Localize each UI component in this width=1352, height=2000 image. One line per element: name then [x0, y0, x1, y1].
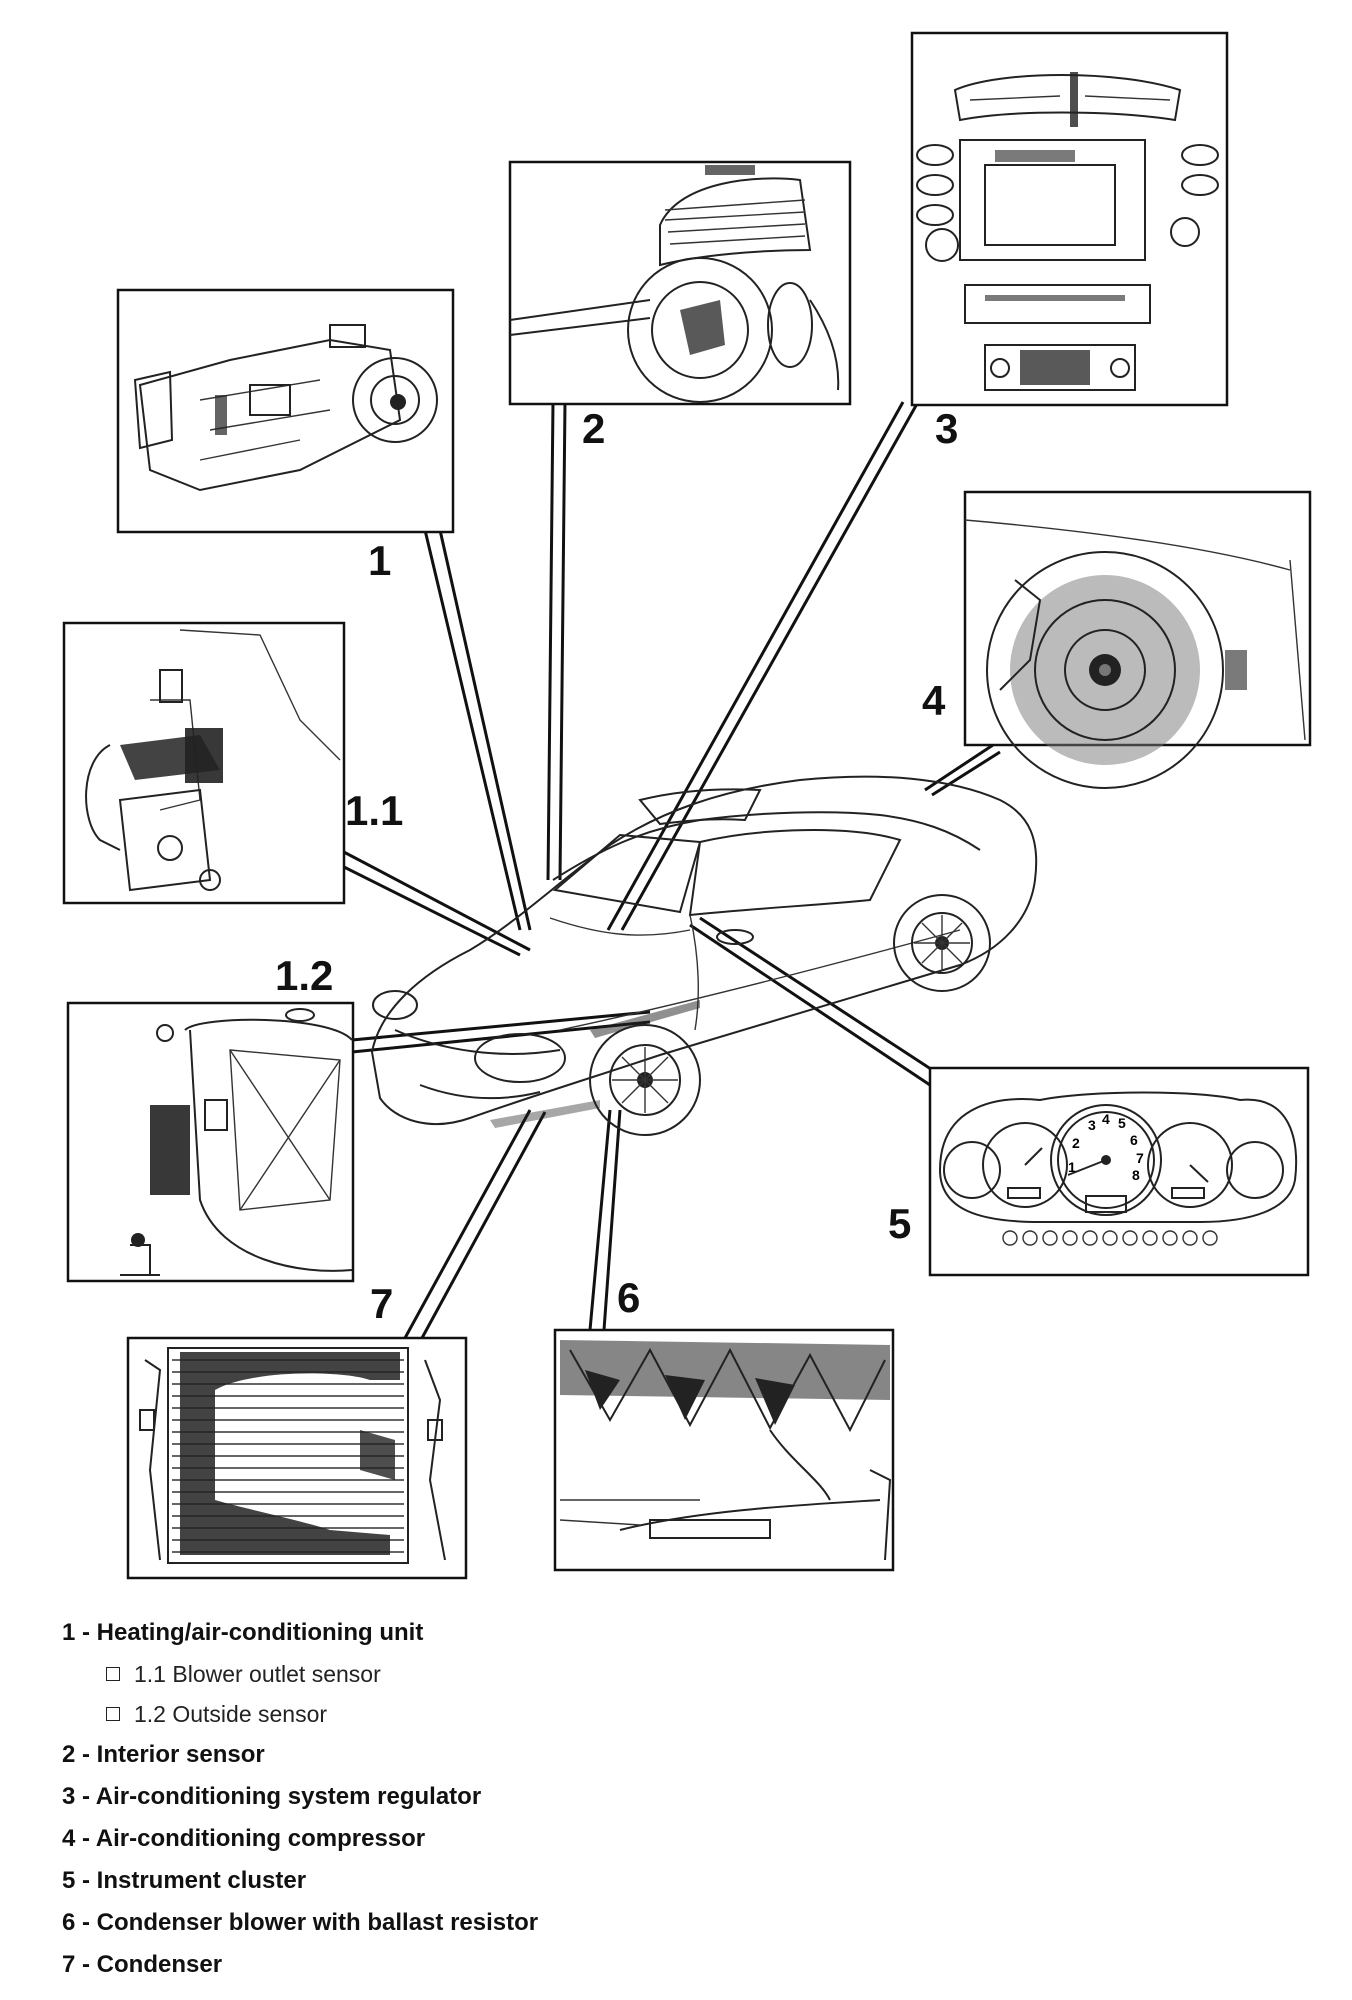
legend-item-4: 4 - Air-conditioning compressor — [62, 1825, 426, 1852]
legend-item-7: 7 - Condenser — [62, 1951, 223, 1978]
car-illustration — [370, 775, 1038, 1136]
callout-3: 3 — [935, 405, 958, 452]
callout-6: 6 — [617, 1274, 640, 1321]
callout-7: 7 — [370, 1280, 393, 1327]
panel-condenser — [126, 1336, 468, 1580]
gauge-digit-2: 2 — [1072, 1135, 1080, 1151]
legend-sub-1-1-label: 1.1 Blower outlet sensor — [134, 1661, 381, 1687]
callout-1-1: 1.1 — [345, 787, 403, 834]
legend-item-2: 2 - Interior sensor — [62, 1741, 265, 1768]
gauge-digit-6: 6 — [1130, 1132, 1138, 1148]
panel-outside-sensor — [66, 1001, 355, 1283]
panel-ac-regulator — [910, 31, 1229, 407]
checkbox-bullet-icon — [106, 1666, 120, 1681]
panel-interior-sensor — [508, 160, 852, 406]
legend-item-1: 1 - Heating/air-conditioning unit — [62, 1619, 424, 1646]
gauge-digit-4: 4 — [1102, 1111, 1110, 1127]
callout-2: 2 — [582, 405, 605, 452]
legend-sub-1-1: 1.1 Blower outlet sensor — [62, 1654, 962, 1694]
gauge-digit-5: 5 — [1118, 1115, 1126, 1131]
panel-instrument-cluster: 1 2 3 4 5 6 7 8 — [928, 1066, 1310, 1277]
legend-item-6: 6 - Condenser blower with ballast resist… — [62, 1909, 539, 1936]
callout-1: 1 — [368, 537, 391, 584]
center-gauge-digits: 1 2 3 4 5 6 7 8 — [1068, 1111, 1144, 1183]
panel-blower-outlet-sensor — [62, 621, 346, 905]
warning-lamp-row — [1002, 1230, 1218, 1246]
leader-lines — [339, 401, 1001, 1339]
panel-ac-compressor — [963, 490, 1312, 789]
panel-heating-unit — [116, 288, 455, 534]
callout-1-2: 1.2 — [275, 952, 333, 999]
gauge-digit-7: 7 — [1136, 1150, 1144, 1166]
legend-sub-1-2-label: 1.2 Outside sensor — [134, 1701, 328, 1727]
gauge-digit-3: 3 — [1088, 1117, 1096, 1133]
callout-5: 5 — [888, 1200, 911, 1247]
legend-sub-1-2: 1.2 Outside sensor — [62, 1694, 962, 1734]
callout-labels: 1 2 3 4 1.1 1.2 5 6 7 — [275, 405, 958, 1327]
gauge-digit-1: 1 — [1068, 1159, 1076, 1175]
checkbox-bullet-icon — [106, 1706, 120, 1721]
panel-condenser-blower — [553, 1328, 895, 1572]
legend-item-5: 5 - Instrument cluster — [62, 1867, 307, 1894]
gauge-digit-8: 8 — [1132, 1167, 1140, 1183]
legend: 1 - Heating/air-conditioning unit 1.1 Bl… — [62, 1612, 962, 1986]
legend-item-3: 3 - Air-conditioning system regulator — [62, 1783, 482, 1810]
callout-4: 4 — [922, 677, 946, 724]
component-location-diagram: 1 2 3 4 5 6 7 8 — [62, 31, 1312, 1580]
